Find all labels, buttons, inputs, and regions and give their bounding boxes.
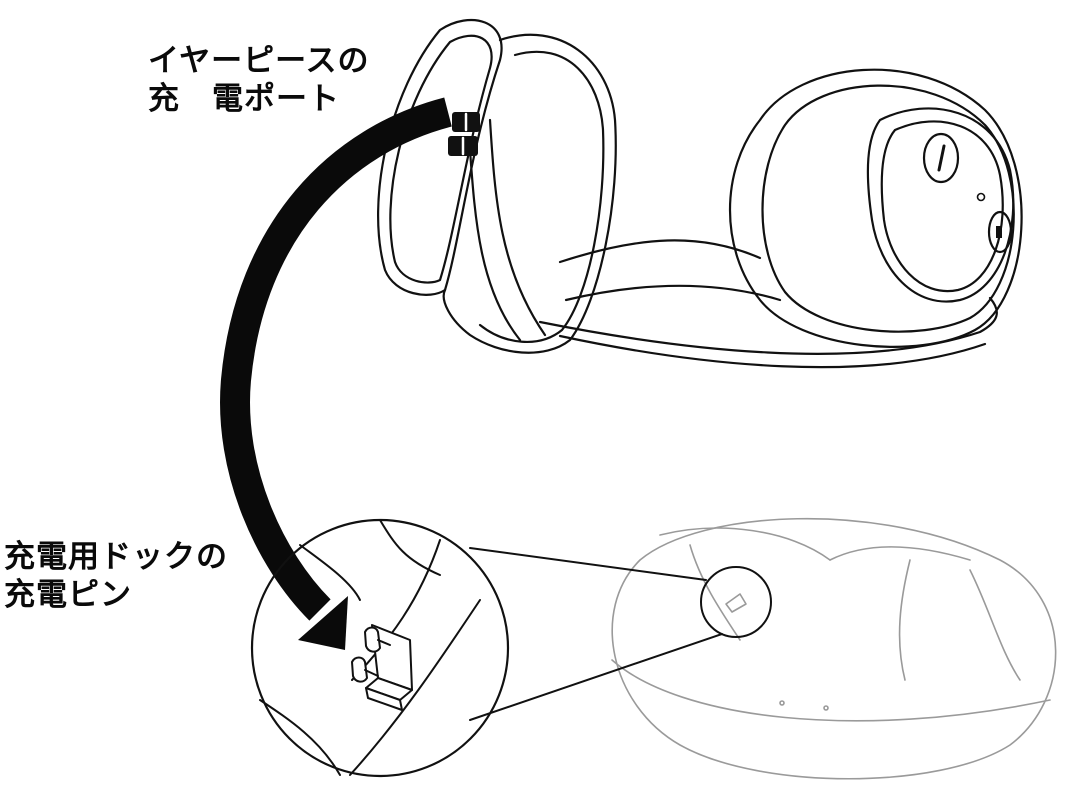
right-earcup xyxy=(729,68,1023,348)
headset xyxy=(376,18,1023,369)
earpiece-port-label: イヤーピースの 充 電ポート xyxy=(148,42,370,118)
earpiece-charging-port xyxy=(448,112,480,156)
dock-charging-pins xyxy=(351,624,413,711)
power-button-icon xyxy=(922,132,960,184)
left-earcup xyxy=(376,18,617,354)
charging-dock xyxy=(611,517,1057,780)
dock-zoom-spot xyxy=(700,566,772,638)
headband xyxy=(538,239,998,369)
curved-arrow xyxy=(220,97,452,650)
earpiece-port-label-line-2: 充 電ポート xyxy=(148,81,340,117)
dock-pins-label-line-1: 充電用ドックの xyxy=(4,539,228,575)
mute-button-icon xyxy=(987,210,1013,254)
magnified-pins-inset xyxy=(250,518,723,778)
arrow-head xyxy=(298,596,348,650)
earpiece-port-label-line-1: イヤーピースの xyxy=(148,43,370,79)
dock-pins-label-line-2: 充電ピン xyxy=(4,577,132,613)
dock-pins-label: 充電用ドックの 充電ピン xyxy=(4,538,228,614)
